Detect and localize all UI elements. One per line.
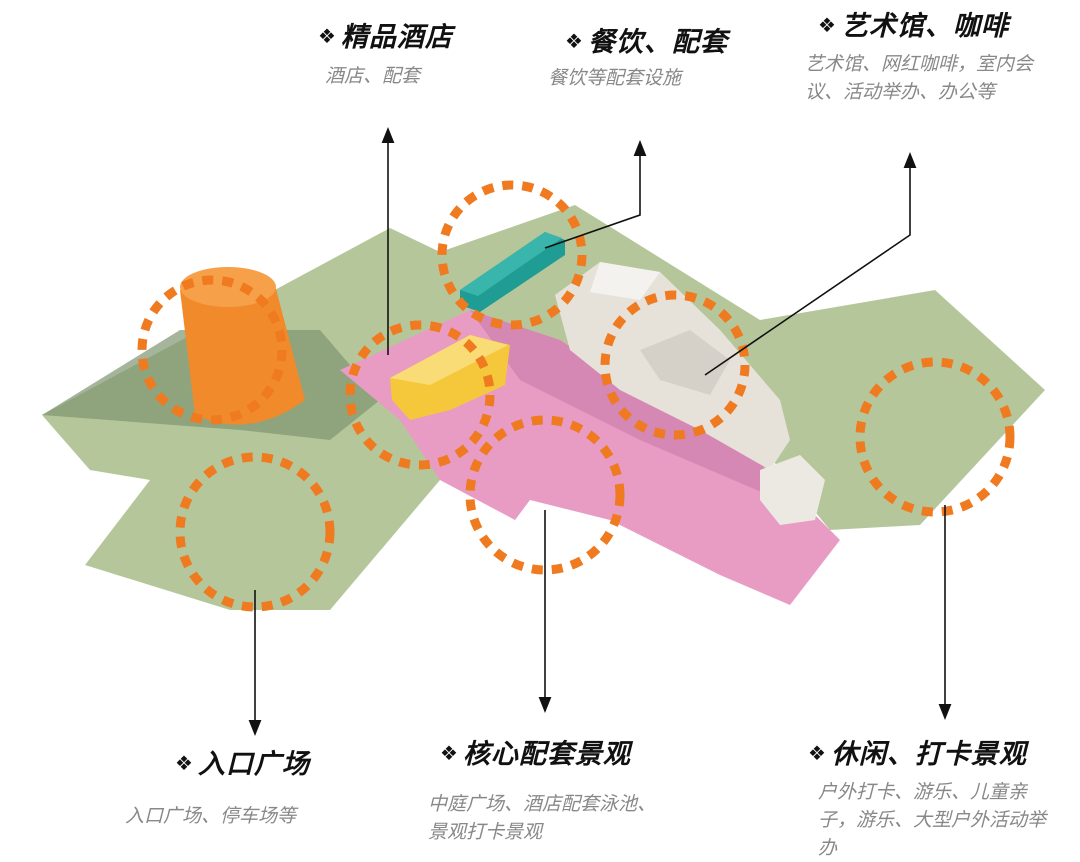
highlight-circles xyxy=(137,180,1015,612)
label-dining-desc: 餐饮等配套设施 xyxy=(548,67,682,89)
bullet-icon: ❖ xyxy=(318,24,337,48)
title-text: 精品酒店 xyxy=(340,22,453,53)
label-hotel-title: ❖精品酒店 xyxy=(318,15,453,54)
label-leisure-title: ❖休闲、打卡景观 xyxy=(808,732,1027,771)
label-dining-title: ❖餐饮、配套 xyxy=(565,20,728,59)
circle-core xyxy=(465,415,625,575)
circle-hotel xyxy=(137,275,287,425)
leader-arrows xyxy=(248,127,952,736)
label-core-desc: 中庭广场、酒店配套泳池、景观打卡景观 xyxy=(428,793,657,843)
pink-shadow xyxy=(470,310,780,500)
label-art-title: ❖艺术馆、咖啡 xyxy=(818,4,1009,43)
label-art-desc: 艺术馆、网红咖啡，室内会议、活动举办、办公等 xyxy=(805,53,1034,103)
arrow-dining xyxy=(544,140,647,249)
bullet-icon: ❖ xyxy=(440,741,459,765)
bullet-icon: ❖ xyxy=(818,13,837,37)
bullet-icon: ❖ xyxy=(565,29,584,53)
title-text: 核心配套景观 xyxy=(462,739,631,770)
label-hotel-desc: 酒店、配套 xyxy=(325,65,421,87)
title-text: 艺术馆、咖啡 xyxy=(840,11,1009,42)
circle-entrance xyxy=(175,452,335,612)
label-entrance-desc: 入口广场、停车场等 xyxy=(125,805,297,827)
arrow-art xyxy=(704,152,917,376)
circle-dining xyxy=(437,180,587,330)
label-leisure-desc: 户外打卡、游乐、儿童亲子，游乐、大型户外活动举办 xyxy=(818,781,1047,859)
title-text: 入口广场 xyxy=(197,749,310,780)
white-buildings xyxy=(555,262,825,525)
bullet-icon: ❖ xyxy=(175,751,194,775)
label-entrance-title: ❖入口广场 xyxy=(175,742,310,781)
title-text: 休闲、打卡景观 xyxy=(830,739,1027,770)
circle-art xyxy=(600,290,750,440)
title-text: 餐饮、配套 xyxy=(587,27,728,58)
circle-yellow xyxy=(345,320,495,470)
label-core-title: ❖核心配套景观 xyxy=(440,732,631,771)
teal-building xyxy=(460,232,565,312)
circle-leisure xyxy=(855,357,1015,517)
yellow-building xyxy=(390,335,510,420)
bullet-icon: ❖ xyxy=(808,741,827,765)
